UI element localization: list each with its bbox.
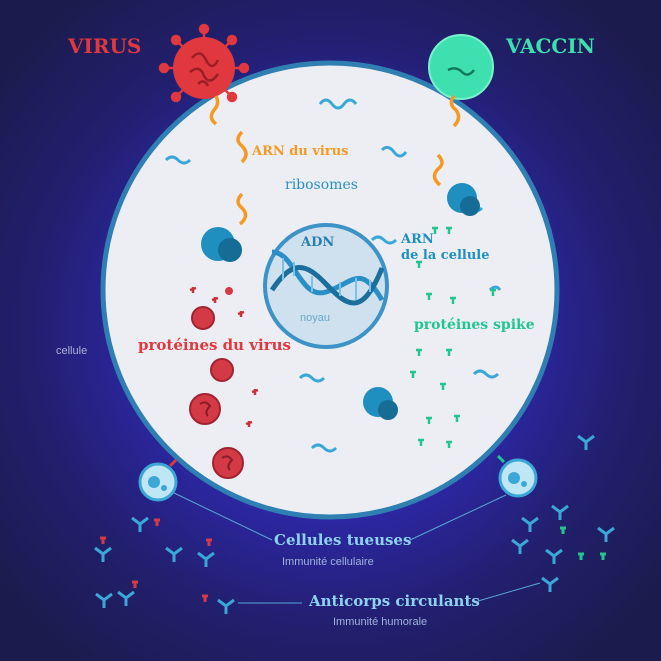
viral-rna-strand-ribosome-left <box>236 192 248 226</box>
humoral-immunity-label: Immunité humorale <box>333 616 428 628</box>
antibodies-label: Anticorps circulants <box>309 592 480 610</box>
ribosome-left <box>201 227 242 262</box>
viral-rna-entry <box>209 95 220 126</box>
cell-label: cellule <box>56 345 88 357</box>
dna-label: ADN <box>301 235 335 250</box>
dna-helix-strand-a <box>271 249 385 302</box>
spike-proteins <box>410 226 496 448</box>
mrna-entry <box>449 94 461 128</box>
viral-proteins <box>189 286 259 479</box>
cell-rna-label-line1: ARN <box>401 232 434 247</box>
viral-rna-label: ARN du virus <box>252 144 349 159</box>
antibody-connector-right <box>477 582 541 602</box>
killer-connector-left <box>171 491 273 541</box>
spike-proteins-label: protéines spike <box>414 317 535 333</box>
viral-rna-strand <box>236 130 248 164</box>
vaccine-title: VACCIN <box>506 34 595 58</box>
killer-connector-right <box>409 494 507 541</box>
viral-proteins-label: protéines du virus <box>138 336 291 354</box>
cell-rna-label-line2: de la cellule <box>401 248 490 263</box>
antibodies <box>94 434 615 614</box>
killer-cells-label: Cellules tueuses <box>274 531 412 549</box>
killer-cell-left <box>138 458 178 502</box>
nucleus <box>263 223 389 349</box>
virus-particle <box>158 23 250 126</box>
nucleus-label: noyau <box>300 312 330 324</box>
dna-helix-strand-b <box>269 265 385 306</box>
ribosome-right <box>447 183 480 216</box>
ribosomes-label: ribosomes <box>285 177 358 193</box>
vaccine-lipid-nanoparticle <box>428 34 494 128</box>
ribosome-bottom <box>363 387 398 420</box>
cellular-immunity-label: Immunité cellulaire <box>282 556 374 568</box>
killer-cell-right <box>496 454 538 498</box>
virus-title: VIRUS <box>68 34 142 58</box>
viral-rna-strand-ribosome-right <box>432 153 444 187</box>
